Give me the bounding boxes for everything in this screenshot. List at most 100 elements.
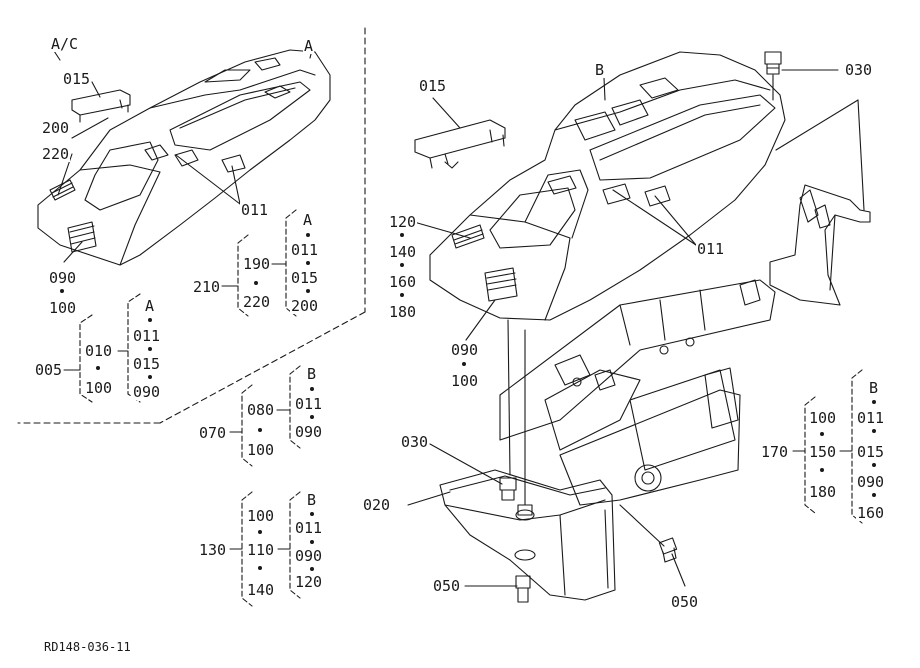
separator-dot [310, 512, 314, 516]
separator-dot [310, 415, 314, 419]
group-210-col2-item: 200 [290, 297, 320, 315]
drawing-code: RD148-036-11 [44, 640, 131, 654]
separator-dot [258, 530, 262, 534]
group-005-col1-item: 100 [84, 379, 114, 397]
separator-dot [60, 289, 64, 293]
group-210-ref: A [302, 211, 314, 229]
group-005-col2-item: 090 [132, 383, 162, 401]
group-170-head: 170 [760, 443, 790, 461]
group-070-col1-item: 080 [246, 401, 276, 419]
separator-dot [258, 428, 262, 432]
callout-right-050-right: 050 [670, 593, 700, 611]
group-210-col2-item: 015 [290, 269, 320, 287]
callout-right-050-left: 050 [432, 577, 462, 595]
separator-dot [258, 566, 262, 570]
main-console-cover [414, 51, 786, 321]
group-005-col2-item: 015 [132, 355, 162, 373]
group-005-col1-item: 010 [84, 342, 114, 360]
callout-right-011: 011 [696, 240, 726, 258]
callout-right-015: 015 [418, 77, 448, 95]
callout-left-011: 011 [240, 201, 270, 219]
callout-right-120: 120 [388, 213, 418, 231]
separator-dot [310, 567, 314, 571]
bolt-030-top [764, 51, 782, 75]
group-170-col1-item: 100 [808, 409, 838, 427]
separator-dot [148, 318, 152, 322]
group-170-col1-item: 150 [808, 443, 838, 461]
variant-divider [17, 27, 366, 424]
callout-right-100: 100 [450, 372, 480, 390]
group-005-head: 005 [34, 361, 64, 379]
separator-dot [400, 293, 404, 297]
separator-dot [400, 263, 404, 267]
separator-dot [400, 233, 404, 237]
separator-dot [310, 387, 314, 391]
separator-dot [820, 468, 824, 472]
group-210-head: 210 [192, 278, 222, 296]
group-170-col2-item: 015 [856, 443, 886, 461]
separator-dot [872, 400, 876, 404]
group-070-col2-item: 090 [294, 423, 324, 441]
callout-right-180: 180 [388, 303, 418, 321]
group-070-col2-item: 011 [294, 395, 324, 413]
separator-dot [872, 493, 876, 497]
separator-dot [820, 432, 824, 436]
group-170-ref: B [868, 379, 880, 397]
bolt-050-right [658, 537, 678, 563]
callout-left-015: 015 [62, 70, 92, 88]
group-130-col2-item: 090 [294, 547, 324, 565]
group-210-col1-item: 220 [242, 293, 272, 311]
group-210-col2-item: 011 [290, 241, 320, 259]
group-170-col1-item: 180 [808, 483, 838, 501]
callout-left-090: 090 [48, 269, 78, 287]
group-170-col2-item: 160 [856, 504, 886, 522]
callout-right-030-mid: 030 [400, 433, 430, 451]
separator-dot [254, 281, 258, 285]
group-210-col1-item: 190 [242, 255, 272, 273]
separator-dot [462, 362, 466, 366]
group-130-head: 130 [198, 541, 228, 559]
group-130-col2-item: 011 [294, 519, 324, 537]
callout-right-160: 160 [388, 273, 418, 291]
frame-bracket-assembly [499, 184, 871, 506]
group-070-head: 070 [198, 424, 228, 442]
variant-b-label: B [594, 61, 606, 79]
bolt-050-left [515, 575, 531, 603]
separator-dot [148, 347, 152, 351]
group-130-col1-item: 100 [246, 507, 276, 525]
separator-dot [872, 463, 876, 467]
group-005-col2-item: 011 [132, 327, 162, 345]
lower-tray [439, 469, 616, 601]
callout-right-020: 020 [362, 496, 392, 514]
separator-dot [872, 429, 876, 433]
separator-dot [148, 375, 152, 379]
group-130-col2-item: 120 [294, 573, 324, 591]
variant-a-label: A [303, 37, 315, 55]
group-170-col2-item: 011 [856, 409, 886, 427]
group-130-col1-item: 110 [246, 541, 276, 559]
separator-dot [306, 261, 310, 265]
group-130-col1-item: 140 [246, 581, 276, 599]
callout-right-030-top: 030 [844, 61, 874, 79]
leader-lines [51, 47, 865, 587]
variant-ac-label: A/C [50, 35, 80, 53]
separator-dot [96, 366, 100, 370]
callout-left-220: 220 [41, 145, 71, 163]
callout-left-100: 100 [48, 299, 78, 317]
washer-mid [515, 504, 535, 521]
callout-right-090: 090 [450, 341, 480, 359]
ac-console-cover [37, 49, 331, 266]
group-130-ref: B [306, 491, 318, 509]
callout-right-140: 140 [388, 243, 418, 261]
group-070-col1-item: 100 [246, 441, 276, 459]
separator-dot [306, 289, 310, 293]
bolt-030-mid [499, 477, 517, 501]
group-005-ref: A [144, 297, 156, 315]
group-170-col2-item: 090 [856, 473, 886, 491]
group-070-ref: B [306, 365, 318, 383]
separator-dot [310, 540, 314, 544]
callout-left-200: 200 [41, 119, 71, 137]
separator-dot [306, 233, 310, 237]
